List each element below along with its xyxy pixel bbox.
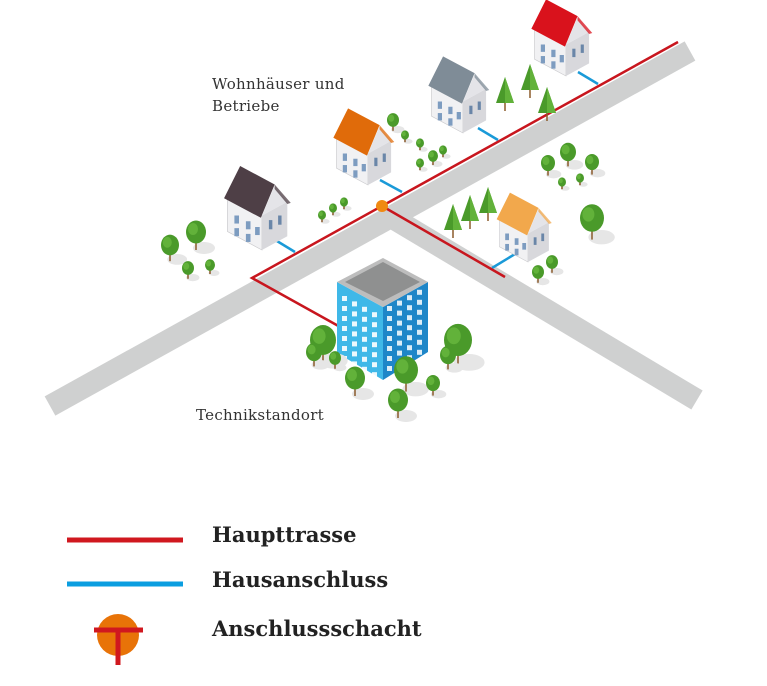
tree: [428, 150, 443, 167]
house-connection-line: [379, 178, 403, 194]
tree: [580, 204, 615, 245]
tree: [576, 173, 588, 187]
tree: [340, 197, 352, 211]
tree: [186, 220, 215, 254]
house: [333, 108, 395, 186]
tree: [560, 142, 584, 170]
pine-tree: [496, 77, 514, 111]
tree: [416, 138, 428, 152]
tree: [205, 259, 220, 276]
legend-label-manhole: Anschlussschacht: [212, 616, 422, 641]
residential-label-line2: Betriebe: [212, 97, 280, 115]
tree: [394, 356, 429, 397]
tree: [585, 153, 606, 178]
pine-tree: [538, 87, 556, 121]
tree: [401, 130, 413, 144]
legend-label-house-connection: Hausanschluss: [212, 567, 389, 592]
house: [224, 166, 291, 251]
pine-tree: [479, 187, 497, 221]
pine-tree: [521, 64, 539, 98]
legend-label-main-route: Haupttrasse: [212, 522, 357, 547]
house: [496, 192, 552, 263]
tree: [329, 351, 347, 372]
main-route: [249, 40, 679, 330]
tree: [440, 345, 464, 373]
roads: [44, 41, 703, 416]
pine-tree: [461, 195, 479, 229]
legend: [67, 537, 183, 665]
tree: [558, 177, 570, 191]
tree: [318, 210, 330, 224]
tree: [329, 203, 341, 217]
tree: [387, 113, 405, 134]
house: [531, 0, 593, 77]
tree: [388, 388, 417, 422]
manhole-icon: [94, 614, 143, 665]
residential-label: Wohnhäuser und Betriebe: [212, 73, 345, 117]
house-connection-line: [491, 252, 516, 270]
house-connection-line: [477, 126, 499, 142]
tree: [161, 234, 188, 265]
tree: [345, 366, 374, 400]
main-road: [44, 41, 696, 416]
house: [428, 56, 490, 134]
tree: [182, 261, 200, 282]
tree: [426, 374, 447, 399]
pine-tree: [444, 204, 462, 238]
manhole-marker: [376, 200, 388, 212]
tree: [546, 255, 564, 276]
house-connection-line: [577, 70, 599, 86]
cross-road: [380, 204, 703, 410]
technical-site-label: Technikstandort: [196, 406, 324, 424]
tree: [306, 342, 330, 370]
tree: [532, 265, 550, 286]
tree: [541, 154, 562, 179]
residential-label-line1: Wohnhäuser und: [212, 75, 345, 93]
tree: [439, 145, 451, 159]
tree: [416, 158, 428, 172]
